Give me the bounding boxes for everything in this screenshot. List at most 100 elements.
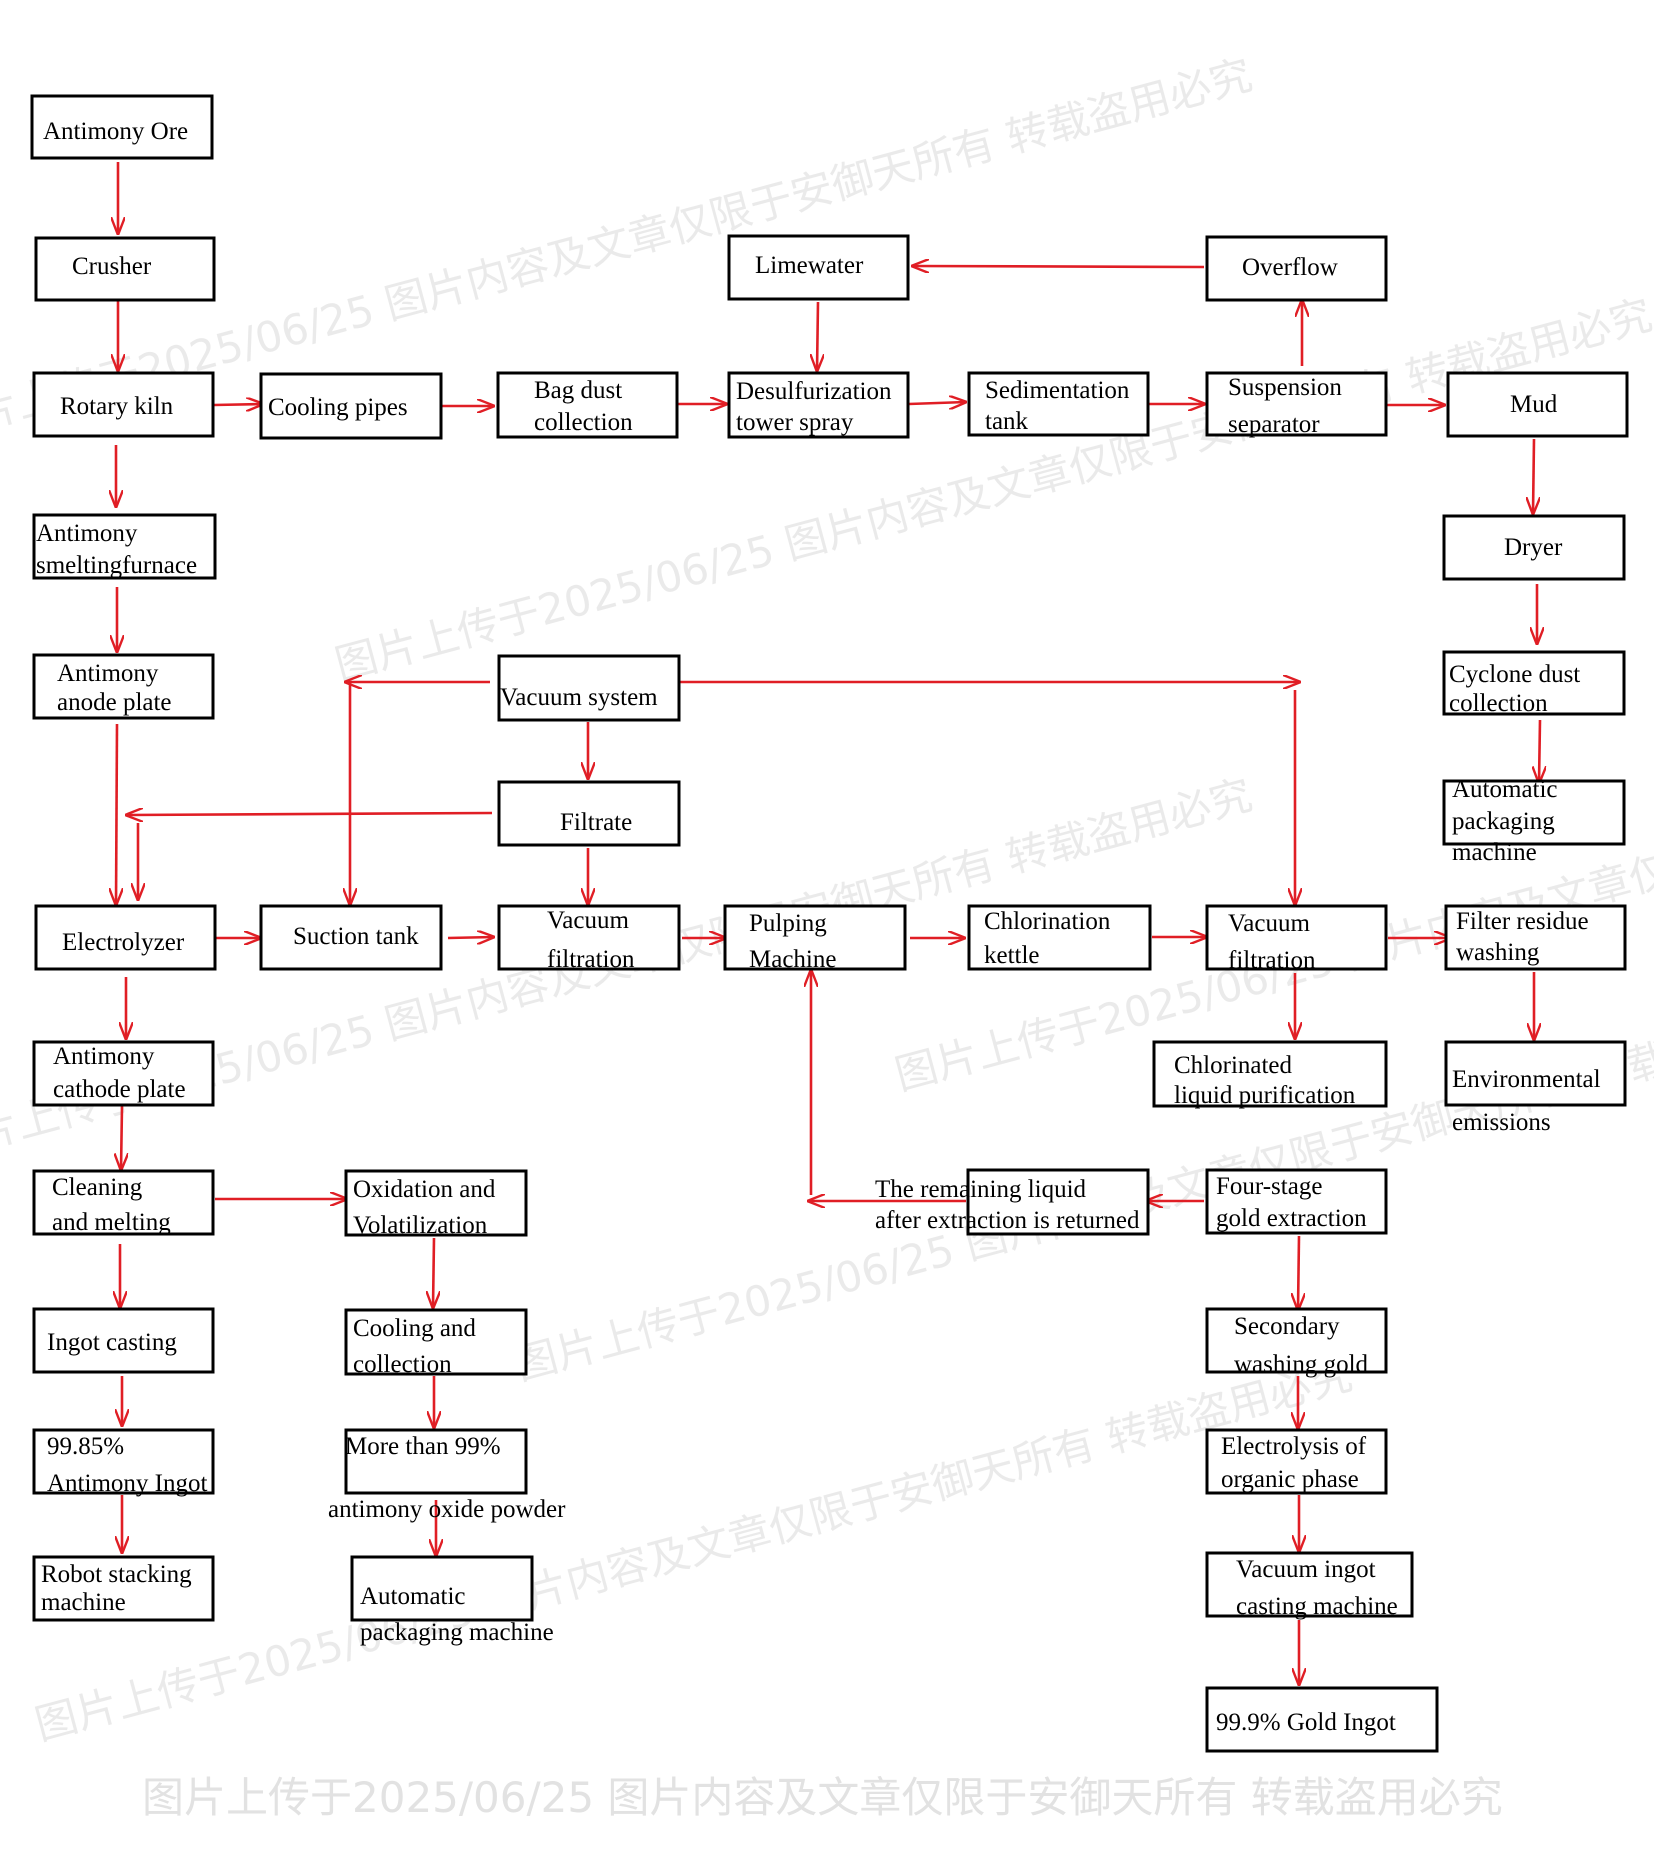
node-label-line: Vacuum system <box>500 684 658 711</box>
arrow-mud-to-dryer <box>1533 438 1534 514</box>
node-label-line: Mud <box>1510 391 1558 418</box>
node-label-line: Cleaning <box>52 1174 143 1201</box>
node-box <box>32 1169 215 1236</box>
node-auto-pack-bottom: Automatic packaging machine <box>350 1555 554 1646</box>
node-label-line: More than 99% <box>345 1433 501 1460</box>
node-box <box>344 1308 528 1376</box>
node-label-line: Vacuum <box>1228 910 1310 937</box>
node-antimony-ore: Antimony Ore <box>30 94 214 160</box>
node-label-line: Antimony Ingot <box>47 1470 207 1497</box>
node-label-line: tower spray <box>736 409 854 436</box>
node-label-line: Vacuum <box>547 907 629 934</box>
node-label-line: anode plate <box>57 689 172 716</box>
node-label-line: 99.85% <box>47 1433 124 1460</box>
node-box <box>967 371 1150 437</box>
node-oxide-powder: More than 99%antimony oxide powder <box>328 1428 566 1523</box>
node-label-line: machine <box>1452 839 1537 866</box>
node-gold-ingot: 99.9% Gold Ingot <box>1205 1686 1439 1753</box>
node-box <box>32 653 215 720</box>
node-label-line: Four-stage <box>1216 1173 1322 1200</box>
arrow-anode-to-electrolyzer <box>116 723 117 905</box>
node-mud: Mud <box>1446 371 1629 438</box>
node-label-line: tank <box>985 408 1029 435</box>
node-box <box>497 654 681 722</box>
node-label-line: Antimony <box>57 660 159 687</box>
arrow-vacuum-system-to-suction-tank <box>350 680 490 905</box>
node-limewater: Limewater <box>727 234 910 301</box>
node-box <box>344 1428 528 1495</box>
node-label-line: Electrolysis of <box>1221 1433 1367 1460</box>
node-box <box>967 904 1152 971</box>
node-box <box>30 94 214 160</box>
node-box <box>344 1169 528 1237</box>
node-overflow: Overflow <box>1205 235 1388 302</box>
node-label-line: casting machine <box>1236 1593 1398 1620</box>
node-label-line: Automatic <box>360 1583 466 1610</box>
watermark-bottom-text: 图片上传于2025/06/25 图片内容及文章仅限于安御天所有 转载盗用必究 <box>142 1773 1503 1822</box>
node-label-line: Antimony Ore <box>43 118 188 145</box>
node-label-line: collection <box>353 1351 452 1378</box>
node-label-line: Chlorination <box>984 908 1111 935</box>
node-box <box>32 1307 215 1374</box>
node-box <box>1205 1686 1439 1753</box>
node-box <box>32 1428 215 1495</box>
node-box <box>966 1168 1150 1236</box>
node-label-line: washing <box>1456 939 1540 966</box>
node-box <box>497 904 681 971</box>
arrow-filtrate-to-left <box>126 813 493 815</box>
node-box <box>1444 904 1627 971</box>
node-label-line: Filtrate <box>560 809 632 836</box>
node-label-line: Oxidation and <box>353 1176 496 1203</box>
node-label-line: Cooling pipes <box>268 394 408 421</box>
node-label-line: Overflow <box>1242 254 1338 281</box>
node-label-line: Ingot casting <box>47 1329 177 1356</box>
node-label-line: Dryer <box>1504 534 1563 561</box>
arrow-desulfurization-to-sedimentation <box>908 402 966 404</box>
node-label-line: Chlorinated <box>1174 1052 1293 1079</box>
node-box <box>496 371 679 439</box>
arrow-overflow-to-limewater <box>912 266 1205 267</box>
node-filtrate: Filtrate <box>497 780 681 847</box>
node-desulfurization: Desulfurization tower spray <box>727 371 910 439</box>
node-label-line: 99.9% Gold Ingot <box>1216 1709 1396 1736</box>
node-label-line: Machine <box>749 946 836 973</box>
node-label-line: Suction tank <box>293 923 419 950</box>
node-sedimentation: Sedimentation tank <box>967 371 1150 437</box>
node-box <box>1205 904 1388 971</box>
node-label-line: Antimony <box>53 1043 155 1070</box>
node-dryer: Dryer <box>1442 514 1626 581</box>
node-ingot-casting: Ingot casting <box>32 1307 215 1374</box>
arrow-oxidation-to-cooling-collection <box>433 1237 434 1308</box>
node-label-line: liquid purification <box>1174 1082 1356 1109</box>
node-label-line: packaging machine <box>360 1619 554 1646</box>
node-label-line: Environmental <box>1452 1066 1601 1093</box>
node-box <box>727 371 910 439</box>
node-label-line: Cyclone dust <box>1449 661 1580 688</box>
node-box <box>1442 779 1626 846</box>
node-label-line: packaging <box>1452 808 1555 835</box>
arrow-cathode-to-cleaning <box>121 1105 122 1170</box>
node-label-line: The remaining liquid <box>875 1176 1087 1203</box>
node-box <box>32 513 217 580</box>
node-label-line: Limewater <box>755 252 864 279</box>
node-box <box>497 780 681 847</box>
node-box <box>1205 371 1388 437</box>
node-label-line: Desulfurization <box>736 378 892 405</box>
node-box <box>259 904 443 971</box>
node-label-line: Sedimentation <box>985 377 1130 404</box>
node-antimony-ingot: 99.85% Antimony Ingot <box>32 1428 215 1497</box>
node-box <box>1205 235 1388 302</box>
